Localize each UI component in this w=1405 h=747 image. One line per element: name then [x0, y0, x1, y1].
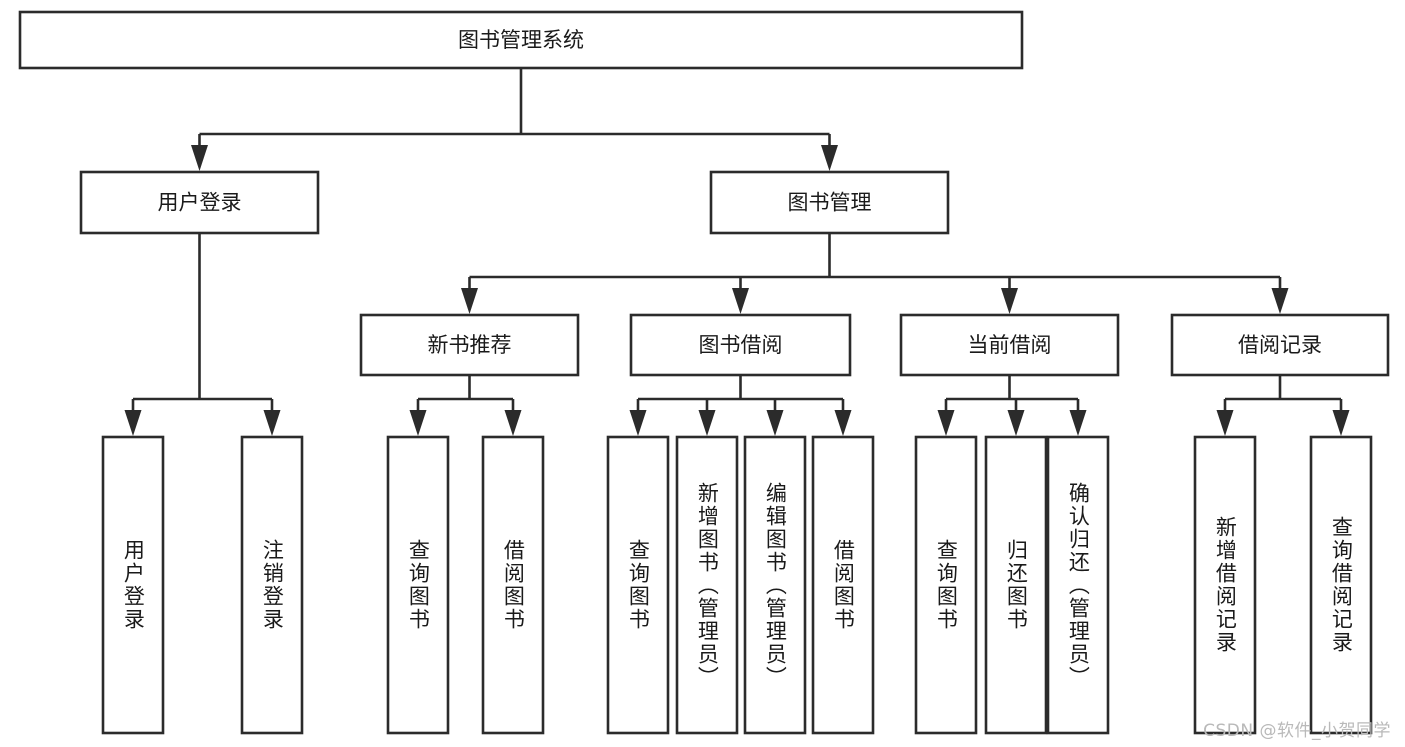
node-box-leaf-user-login[interactable] — [101, 435, 165, 735]
connector-user-login-to-leaves — [124, 233, 281, 436]
arrow-head-icon — [698, 410, 716, 436]
connector-book-manage-to-level2 — [461, 233, 1289, 314]
node-label-book-borrow: 图书借阅 — [699, 333, 783, 357]
node-label-new-book-recommend: 新书推荐 — [428, 333, 512, 357]
node-box-leaf-query-book-cur[interactable] — [914, 435, 978, 735]
arrow-head-icon — [504, 410, 522, 436]
arrow-head-icon — [1007, 410, 1025, 436]
node-label-book-manage: 图书管理 — [788, 191, 872, 215]
arrow-head-icon — [937, 410, 955, 436]
node-box-leaf-logout[interactable] — [240, 435, 304, 735]
arrow-head-icon — [766, 410, 784, 436]
node-box-current-borrow[interactable] — [899, 313, 1120, 377]
watermark-text: CSDN @软件_小贺同学 — [1203, 721, 1391, 741]
node-box-leaf-query-borrow-record[interactable] — [1309, 435, 1373, 735]
node-label-current-borrow: 当前借阅 — [968, 333, 1052, 357]
arrow-head-icon — [1332, 410, 1350, 436]
connector-new-book-recommend-to-leaves — [409, 375, 522, 436]
arrow-head-icon — [732, 288, 749, 314]
arrow-head-icon — [834, 410, 852, 436]
node-label-root: 图书管理系统 — [458, 28, 584, 52]
node-box-leaf-return-book[interactable] — [984, 435, 1048, 735]
node-box-borrow-record[interactable] — [1170, 313, 1390, 377]
node-box-leaf-borrow-book[interactable] — [811, 435, 875, 735]
node-box-leaf-add-book-admin[interactable] — [675, 435, 739, 735]
arrow-head-icon — [1216, 410, 1234, 436]
node-label-borrow-record: 借阅记录 — [1238, 333, 1322, 357]
arrow-head-icon — [191, 145, 208, 171]
arrow-head-icon — [263, 410, 281, 436]
node-box-leaf-borrow-book-rec[interactable] — [481, 435, 545, 735]
boxes-layer — [18, 10, 1390, 735]
node-box-leaf-confirm-return-admin[interactable] — [1046, 435, 1110, 735]
connector-root-to-level1 — [191, 68, 838, 171]
connectors-layer — [124, 68, 1350, 436]
node-box-user-login[interactable] — [79, 170, 320, 235]
node-box-leaf-query-book-borrow[interactable] — [606, 435, 670, 735]
node-box-new-book-recommend[interactable] — [359, 313, 580, 377]
node-box-root[interactable] — [18, 10, 1024, 70]
arrow-head-icon — [124, 410, 142, 436]
node-box-leaf-edit-book-admin[interactable] — [743, 435, 807, 735]
connector-borrow-record-to-leaves — [1216, 375, 1350, 436]
arrow-head-icon — [821, 145, 838, 171]
node-box-book-borrow[interactable] — [629, 313, 852, 377]
arrow-head-icon — [1001, 288, 1018, 314]
node-box-book-manage[interactable] — [709, 170, 950, 235]
node-box-leaf-add-borrow-record[interactable] — [1193, 435, 1257, 735]
arrow-head-icon — [1069, 410, 1087, 436]
arrow-head-icon — [461, 288, 478, 314]
connector-current-borrow-to-leaves — [937, 375, 1087, 436]
connector-book-borrow-to-leaves — [629, 375, 852, 436]
node-label-user-login: 用户登录 — [158, 191, 242, 215]
arrow-head-icon — [629, 410, 647, 436]
arrow-head-icon — [409, 410, 427, 436]
node-box-leaf-query-book-rec[interactable] — [386, 435, 450, 735]
arrow-head-icon — [1271, 288, 1289, 314]
